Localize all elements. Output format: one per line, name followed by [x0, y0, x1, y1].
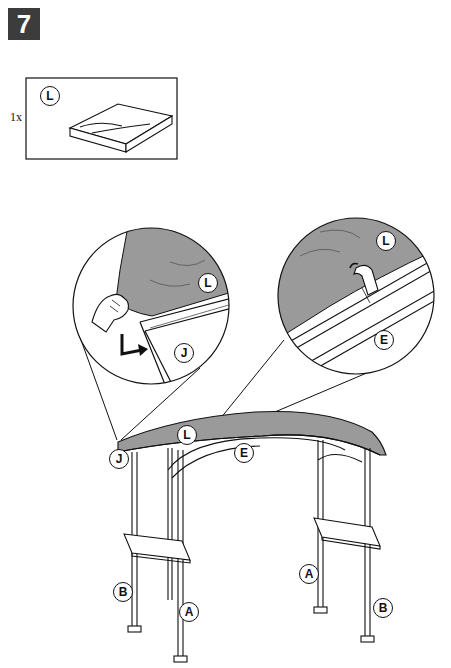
callout-letter: E	[234, 443, 254, 463]
quantity: 1x	[10, 110, 22, 125]
parts-box	[26, 78, 177, 159]
step-number-box: 7	[8, 8, 40, 40]
folded-canopy	[70, 104, 172, 152]
callout-letter: L	[40, 86, 60, 106]
callout-letter: J	[109, 449, 129, 469]
callout-letter: A	[179, 602, 199, 622]
part-letter: J	[181, 347, 188, 359]
zoom-detail-right	[276, 216, 436, 380]
part-letter: J	[116, 453, 123, 465]
callout-letter: B	[113, 582, 133, 602]
gazebo	[118, 411, 386, 662]
part-letter: B	[119, 586, 128, 598]
callout-letter: B	[373, 598, 393, 618]
part-letter: E	[380, 334, 388, 346]
callout-letter: L	[177, 425, 197, 445]
part-letter: L	[382, 235, 389, 247]
parts-box: 1x L	[8, 78, 178, 159]
callout-letter: L	[198, 273, 218, 293]
part-letter: A	[185, 606, 194, 618]
part-letter: A	[305, 568, 314, 580]
part-letter: B	[379, 602, 388, 614]
part-letter: L	[46, 90, 53, 102]
step-number: 7	[17, 11, 31, 37]
callout-letter: L	[376, 231, 396, 251]
part-letter: L	[183, 429, 190, 441]
callout-letter: A	[299, 564, 319, 584]
callout-letter: E	[374, 330, 394, 350]
part-letter: L	[204, 277, 211, 289]
zoom-detail-left	[73, 226, 232, 392]
part-letter: E	[240, 447, 248, 459]
callout-letter: J	[174, 343, 194, 363]
